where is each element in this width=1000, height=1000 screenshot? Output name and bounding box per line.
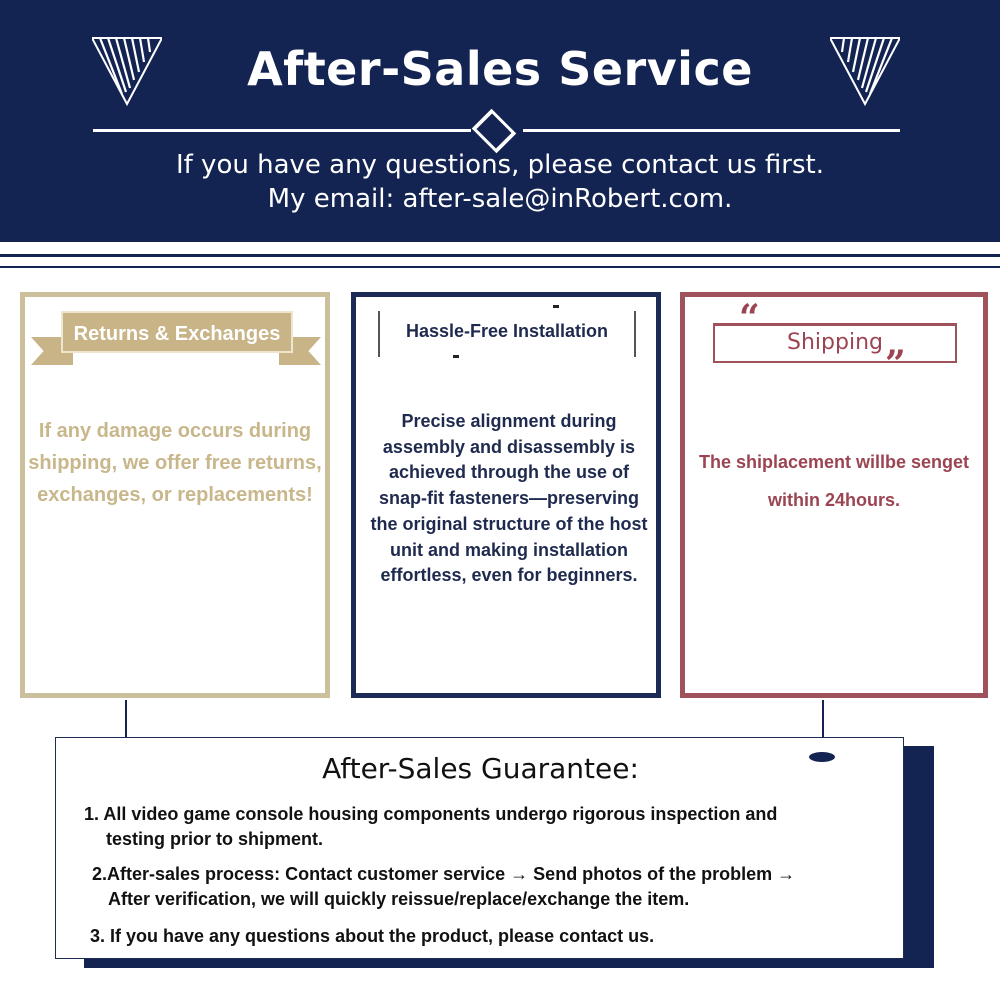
header-email-line: My email: after-sale@inRobert.com.: [267, 184, 733, 214]
header-banner: After-Sales Service If you have any ques…: [0, 0, 1000, 242]
installation-card: Hassle-Free Installation Precise alignme…: [351, 292, 661, 698]
guarantee-title: After-Sales Guarantee:: [322, 752, 639, 785]
shipping-card: “ Shipping ” The shiplacement willbe sen…: [680, 292, 988, 698]
guarantee-item-text: 1. All video game console housing compon…: [84, 804, 778, 824]
guarantee-item: 1. All video game console housing compon…: [84, 802, 884, 852]
separator-line: [0, 254, 1000, 257]
connector-line: [822, 700, 824, 754]
decor-dash: [553, 305, 559, 308]
separator-line: [0, 266, 1000, 268]
installation-title-frame: Hassle-Free Installation: [378, 311, 636, 357]
guarantee-item-text: 2.After-sales process: Contact customer …: [92, 864, 796, 884]
page-title: After-Sales Service: [247, 42, 753, 96]
guarantee-item-text: testing prior to shipment.: [106, 829, 324, 849]
guarantee-item-text: 3. If you have any questions about the p…: [90, 926, 655, 946]
header-divider-right: [523, 129, 900, 132]
installation-title: Hassle-Free Installation: [405, 321, 609, 341]
guarantee-item: 3. If you have any questions about the p…: [90, 924, 890, 949]
decor-dash: [453, 355, 459, 358]
guarantee-item-text: After verification, we will quickly reis…: [108, 889, 690, 909]
guarantee-box: After-Sales Guarantee: 1. All video game…: [55, 737, 904, 959]
shipping-title-frame: [713, 323, 957, 363]
connector-line: [125, 700, 127, 748]
shipping-text: The shiplacement willbe senget within 24…: [698, 452, 970, 510]
returns-title: Returns & Exchanges: [61, 311, 293, 353]
open-quote-icon: “: [739, 297, 760, 339]
installation-text: Precise alignment during assembly and di…: [370, 411, 648, 586]
returns-text: If any damage occurs during shipping, we…: [28, 420, 322, 506]
shipping-title: Shipping: [787, 330, 883, 355]
diamond-icon: [471, 108, 517, 154]
header-contact-line: If you have any questions, please contac…: [175, 150, 825, 180]
guarantee-item: 2.After-sales process: Contact customer …: [92, 862, 892, 912]
header-divider-left: [93, 129, 471, 132]
close-quote-icon: ”: [885, 343, 906, 385]
returns-card: Returns & Exchanges If any damage occurs…: [20, 292, 330, 698]
striped-triangle-icon: [92, 37, 162, 106]
striped-triangle-icon: [830, 37, 900, 106]
connector-pin: [809, 752, 835, 762]
